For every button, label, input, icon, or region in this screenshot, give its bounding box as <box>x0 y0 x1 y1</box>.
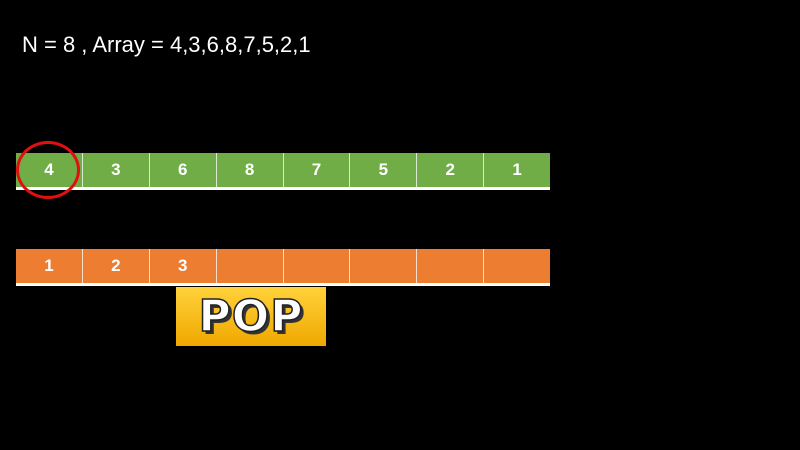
array-cell: 3 <box>82 153 150 187</box>
stack-row: 1 2 3 <box>16 249 550 286</box>
stack-cell: 2 <box>82 249 150 283</box>
current-element-highlight-ring <box>16 141 80 199</box>
pop-operation-badge: POP <box>176 287 326 346</box>
array-cell: 1 <box>484 153 550 187</box>
stack-cell <box>417 249 485 283</box>
array-cell: 2 <box>417 153 485 187</box>
array-cell: 5 <box>350 153 418 187</box>
array-cell: 6 <box>149 153 217 187</box>
pop-operation-label: POP <box>198 290 304 343</box>
stack-cell <box>350 249 418 283</box>
stack-cell: 1 <box>16 249 83 283</box>
stack-cell: 3 <box>149 249 217 283</box>
input-array-row: 4 3 6 8 7 5 2 1 <box>16 153 550 190</box>
problem-statement: N = 8 , Array = 4,3,6,8,7,5,2,1 <box>22 32 311 57</box>
array-cell: 7 <box>283 153 351 187</box>
stack-cell <box>216 249 284 283</box>
stack-cell <box>484 249 550 283</box>
stack-cell <box>283 249 351 283</box>
array-cell: 8 <box>216 153 284 187</box>
